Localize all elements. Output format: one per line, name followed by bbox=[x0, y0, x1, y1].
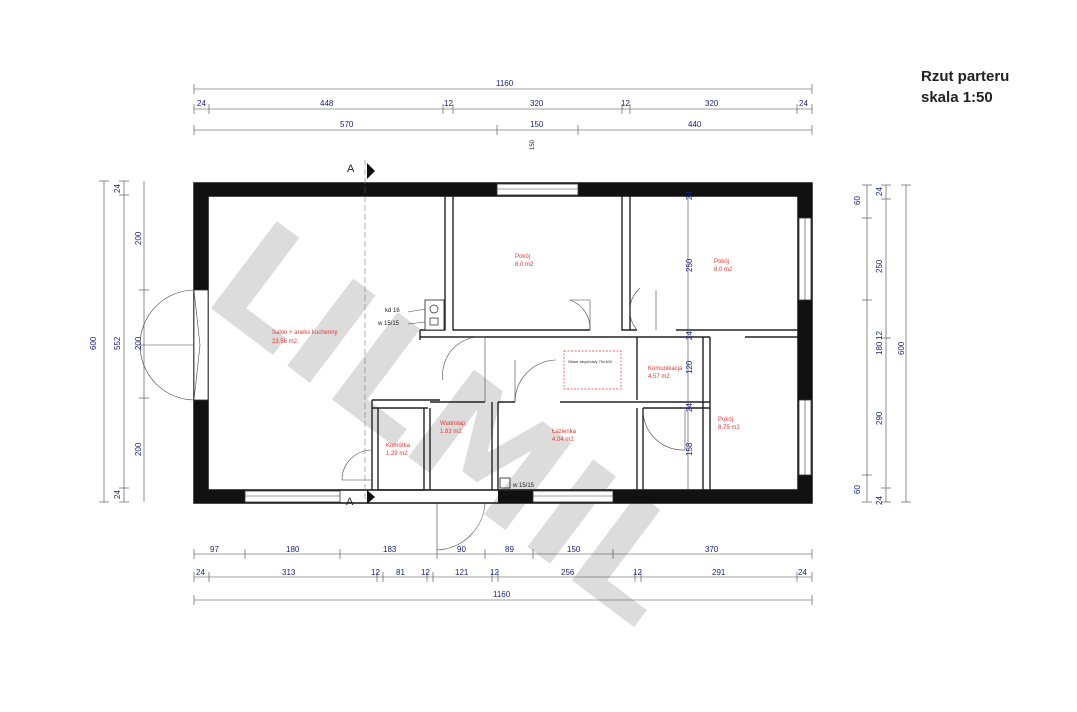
room-komunikacja-name: Komunikacja bbox=[648, 366, 683, 372]
dim-inner-24c: 24 bbox=[685, 403, 694, 412]
dim-left-p2: 200 bbox=[134, 442, 143, 456]
dim-bot-r2-9: 291 bbox=[712, 568, 726, 577]
dim-right-p0: 24 bbox=[875, 187, 884, 196]
dim-right-outer: 600 bbox=[897, 341, 906, 355]
dim-left-p3: 24 bbox=[113, 490, 122, 499]
attic-hatch: Otwór strychowy 70x100 bbox=[563, 350, 622, 390]
windows: 150 bbox=[193, 139, 812, 503]
room-lazienka-area: 4.04 m2 bbox=[552, 437, 574, 443]
dim-bot-r2-4: 12 bbox=[421, 568, 430, 577]
room-wiatrolap-name: Wiatrołap bbox=[440, 421, 466, 427]
dim-bot-r1-0: 97 bbox=[210, 545, 219, 554]
dim-left-door: 200 bbox=[134, 336, 143, 350]
dim-bot-r2-8: 12 bbox=[633, 568, 642, 577]
room-pokoj3-area: 8.75 m2 bbox=[718, 425, 740, 431]
room-lazienka-name: Łazienka bbox=[552, 429, 577, 435]
vent-label-1: w 15/15 bbox=[377, 321, 400, 327]
attic-hatch-label: Otwór strychowy 70x100 bbox=[568, 359, 613, 364]
dim-right-p3: 12 bbox=[875, 331, 884, 340]
room-wiatrolap-area: 1.83 m2 bbox=[440, 429, 462, 435]
terrace-door bbox=[139, 289, 201, 401]
dim-top-r1-3: 320 bbox=[530, 99, 544, 108]
dim-right-p5: 290 bbox=[875, 411, 884, 425]
room-pokoj3-name: Pokój bbox=[718, 417, 733, 423]
room-labels: Salon + aneks kuchenny 23.56 m2 Pokój 8.… bbox=[272, 254, 740, 457]
interior-walls bbox=[371, 196, 798, 491]
room-pokoj1-area: 8.0 m2 bbox=[515, 262, 534, 268]
plan-title: Rzut parteru skala 1:50 bbox=[921, 66, 1009, 108]
bottom-dimensions: 97 180 183 90 89 150 370 24 313 12 81 12… bbox=[193, 545, 813, 605]
dim-bot-r1-4: 89 bbox=[505, 545, 514, 554]
section-line: A A bbox=[346, 160, 375, 508]
dim-bot-r2-6: 12 bbox=[490, 568, 499, 577]
dim-top-r2-2: 440 bbox=[688, 120, 702, 129]
dim-bot-r1-3: 90 bbox=[457, 545, 466, 554]
room-pokoj1-name: Pokój bbox=[515, 254, 530, 260]
dim-top-r1-6: 24 bbox=[799, 99, 808, 108]
dim-top-r2-1: 150 bbox=[530, 120, 544, 129]
dim-inner-250: 250 bbox=[685, 258, 694, 272]
dim-top-r2-0: 570 bbox=[340, 120, 354, 129]
dim-bot-r1-2: 183 bbox=[383, 545, 397, 554]
left-dimensions: 600 24 552 24 200 200 200 bbox=[89, 180, 149, 503]
dim-top-r1-2: 12 bbox=[444, 99, 453, 108]
room-komorka-area: 1.28 m2 bbox=[386, 451, 408, 457]
dim-bot-r2-7: 256 bbox=[561, 568, 575, 577]
dim-bot-r2-3: 81 bbox=[396, 568, 405, 577]
dim-left-inner: 552 bbox=[113, 336, 122, 350]
room-salon-area: 23.56 m2 bbox=[272, 339, 298, 345]
right-dimensions: 60 60 24 250 12 180 290 24 600 bbox=[853, 184, 911, 505]
dim-bot-r2-0: 24 bbox=[196, 568, 205, 577]
plan-title-line1: Rzut parteru bbox=[921, 68, 1010, 85]
dim-bot-r2-2: 12 bbox=[371, 568, 380, 577]
dim-right-p4: 180 bbox=[875, 341, 884, 355]
vent-label-2: w 15/15 bbox=[512, 483, 535, 489]
room-komunikacja-area: 4.57 m2 bbox=[648, 374, 670, 380]
room-pokoj2-name: Pokój bbox=[714, 259, 729, 265]
dim-left-p1: 200 bbox=[134, 231, 143, 245]
interior-dimensions: 250 24 24 120 24 158 bbox=[685, 191, 694, 490]
door-swings bbox=[341, 287, 686, 551]
dim-bot-r1-5: 150 bbox=[567, 545, 581, 554]
dim-bot-r2-5: 121 bbox=[455, 568, 469, 577]
dim-bot-r2-10: 24 bbox=[798, 568, 807, 577]
room-komorka-name: Komórka bbox=[386, 443, 411, 449]
window-mark-top: 150 bbox=[530, 139, 536, 150]
dim-top-r1-5: 320 bbox=[705, 99, 719, 108]
dim-bot-r1-6: 370 bbox=[705, 545, 719, 554]
dim-left-p0: 24 bbox=[113, 184, 122, 193]
dim-left-outer: 600 bbox=[89, 336, 98, 350]
dim-top-r1-1: 448 bbox=[320, 99, 334, 108]
dim-right-p6: 60 bbox=[853, 485, 862, 494]
dim-bot-r2-1: 313 bbox=[282, 568, 296, 577]
dim-inner-24a: 24 bbox=[685, 191, 694, 200]
chimney: kd 16 w 15/15 w 15/15 bbox=[377, 299, 535, 489]
room-pokoj2-area: 8.0 m2 bbox=[714, 267, 733, 273]
dim-bot-r1-1: 180 bbox=[286, 545, 300, 554]
plan-scale: skala 1:50 bbox=[921, 89, 993, 106]
dim-bot-total: 1160 bbox=[493, 590, 511, 599]
room-salon-name: Salon + aneks kuchenny bbox=[272, 330, 338, 336]
section-marker-bottom: A bbox=[346, 496, 354, 508]
dim-right-p7: 24 bbox=[875, 496, 884, 505]
dim-top-r1-4: 12 bbox=[621, 99, 630, 108]
dim-inner-24b: 24 bbox=[685, 331, 694, 340]
dim-inner-158: 158 bbox=[685, 442, 694, 456]
chimney-label: kd 16 bbox=[385, 308, 400, 314]
section-marker-top: A bbox=[347, 163, 355, 175]
top-dimensions: 1160 24 448 12 320 12 320 24 570 150 440 bbox=[193, 79, 813, 135]
dim-top-total: 1160 bbox=[496, 79, 514, 88]
dim-top-r1-0: 24 bbox=[197, 99, 206, 108]
dim-inner-120: 120 bbox=[685, 360, 694, 374]
dim-right-p1: 60 bbox=[853, 196, 862, 205]
dim-right-p2: 250 bbox=[875, 259, 884, 273]
